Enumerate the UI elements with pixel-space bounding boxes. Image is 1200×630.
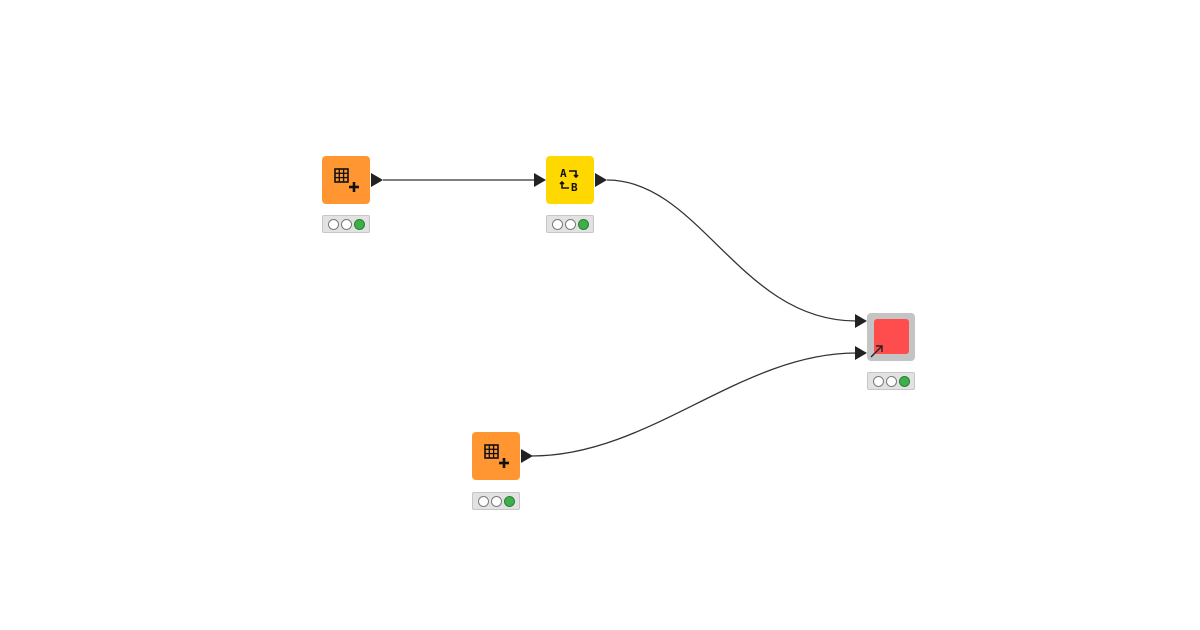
status-light-green [503,495,515,507]
status-light-red [551,218,563,230]
input-port-2[interactable] [855,346,867,360]
output-port[interactable] [595,173,607,187]
status-light-yellow [564,218,576,230]
status-light-yellow [490,495,502,507]
node-status-indicator [867,372,915,390]
status-light-yellow [340,218,352,230]
status-light-green [353,218,365,230]
status-light-red [327,218,339,230]
status-light-green [577,218,589,230]
input-port[interactable] [534,173,546,187]
svg-text:B: B [571,181,578,194]
status-light-red [872,375,884,387]
node-status-indicator [472,492,520,510]
status-light-green [898,375,910,387]
node-status-indicator [546,215,594,233]
status-light-yellow [885,375,897,387]
table-add-icon [484,444,509,468]
link-arrow-icon [870,345,883,358]
output-port[interactable] [371,173,383,187]
output-port[interactable] [521,449,533,463]
a-to-b-icon: A B [559,167,579,194]
node-status-indicator [322,215,370,233]
input-port-1[interactable] [855,314,867,328]
component-node[interactable] [867,313,915,361]
table-add-icon [334,168,359,192]
connection-table-creator-2-to-component[interactable] [531,352,857,457]
string-manipulation-node[interactable]: A B [546,156,594,204]
svg-text:A: A [560,167,567,180]
connection-string-manipulation-to-component[interactable] [606,179,857,322]
table-creator-node-2[interactable] [472,432,520,480]
status-light-red [477,495,489,507]
table-creator-node-1[interactable] [322,156,370,204]
